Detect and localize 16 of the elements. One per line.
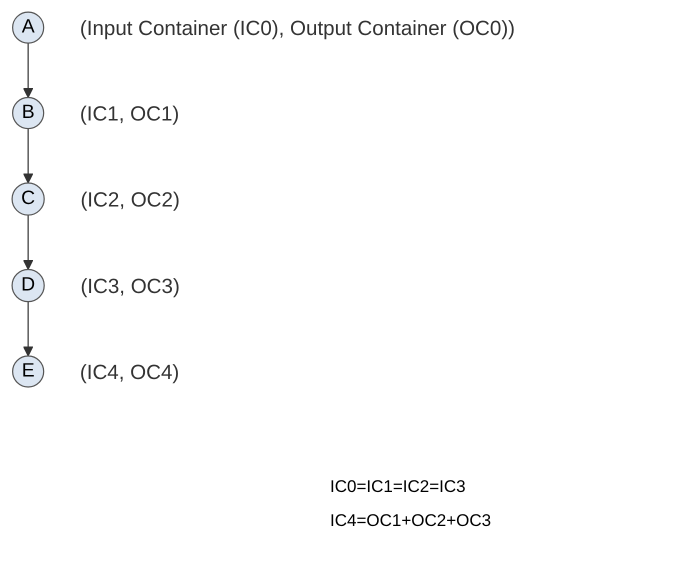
- node-caption: (IC2, OC2): [80, 188, 180, 212]
- equation-note: IC4=OC1+OC2+OC3: [330, 510, 492, 532]
- circle-node: C: [11, 182, 45, 216]
- circle-node: B: [12, 96, 44, 130]
- circle-node: D: [11, 268, 45, 302]
- arrow: [22, 128, 34, 184]
- arrow: [22, 43, 34, 98]
- node-caption: (IC3, OC3): [80, 274, 180, 298]
- arrow: [22, 215, 34, 270]
- circle-node: E: [12, 355, 44, 388]
- node-caption: (Input Container (IC0), Output Container (OC0)): [80, 16, 516, 40]
- arrow: [22, 302, 34, 356]
- node-caption: (IC4, OC4): [80, 360, 180, 384]
- equation-note: IC0=IC1=IC2=IC3: [330, 476, 467, 498]
- circle-node: A: [12, 11, 44, 44]
- node-caption: (IC1, OC1): [80, 102, 180, 126]
